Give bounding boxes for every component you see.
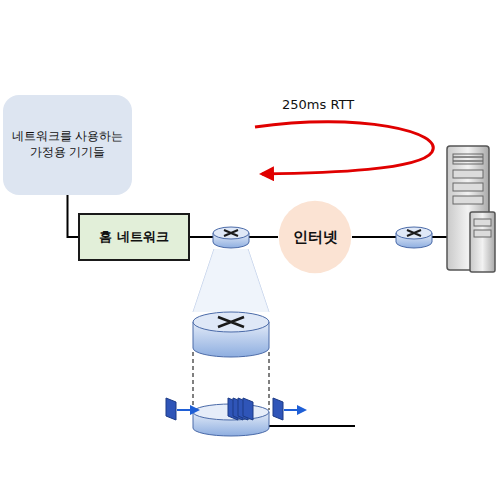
device-group-box: 네트워크를 사용하는 가정용 기기들 (3, 95, 132, 195)
zoom-cone (193, 249, 269, 312)
zoom-lines (193, 249, 269, 312)
router-icon (213, 227, 249, 248)
node-label: 인터넷 (293, 227, 338, 247)
packet (273, 398, 305, 420)
router-zoom (193, 312, 269, 357)
node-label: 홈 네트워크 (99, 228, 169, 246)
node-label: 네트워크를 사용하는 가정용 기기들 (11, 129, 124, 160)
server-icon (447, 146, 495, 272)
rtt-arrow (255, 122, 433, 174)
internet-cloud-circle: 인터넷 (278, 200, 352, 274)
network-link (68, 195, 79, 237)
packet-queue (228, 398, 253, 420)
router-icon (396, 227, 432, 248)
rtt-label: 250ms RTT (282, 97, 354, 112)
packet (166, 398, 198, 420)
output-link (269, 425, 355, 427)
home-network-box: 홈 네트워크 (78, 213, 190, 261)
